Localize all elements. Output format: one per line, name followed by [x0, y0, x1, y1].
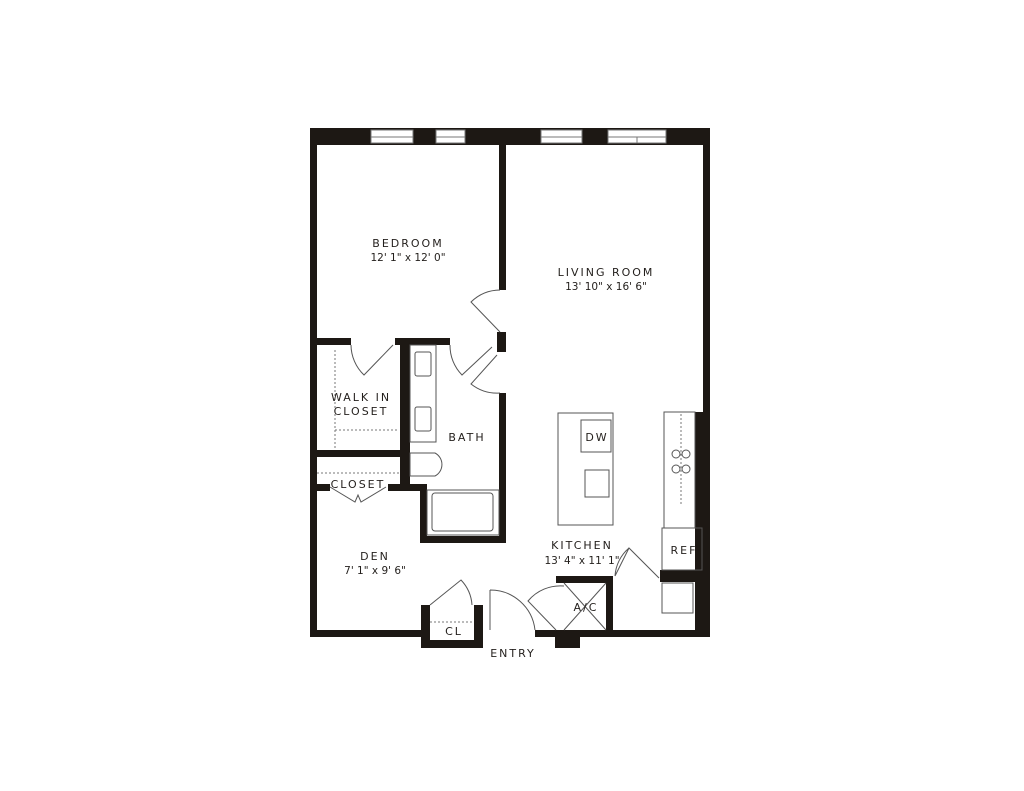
kitchen-size: 13' 4" x 11' 1"	[544, 555, 619, 567]
refrigerator-label: REF	[671, 544, 698, 557]
living-room-size: 13' 10" x 16' 6"	[565, 281, 647, 293]
closet-label: CLOSET	[331, 478, 386, 491]
bedroom-label: BEDROOM	[372, 237, 443, 250]
living-room-label: LIVING ROOM	[558, 266, 655, 279]
room-labels: BEDROOM 12' 1" x 12' 0" LIVING ROOM 13' …	[331, 237, 698, 660]
doors	[329, 289, 660, 631]
bath-label: BATH	[448, 431, 485, 444]
cl-label: CL	[445, 625, 463, 638]
den-size: 7' 1" x 9' 6"	[344, 565, 406, 577]
den-label: DEN	[360, 550, 390, 563]
kitchen-label: KITCHEN	[551, 539, 613, 552]
walk-in-closet-label-2: CLOSET	[334, 405, 389, 418]
ac-label: A/C	[574, 601, 599, 614]
fixtures	[317, 344, 703, 631]
dishwasher-label: DW	[585, 431, 608, 444]
walk-in-closet-label-1: WALK IN	[331, 391, 391, 404]
bedroom-size: 12' 1" x 12' 0"	[370, 252, 445, 264]
entry-label: ENTRY	[490, 647, 536, 660]
windows	[370, 129, 667, 144]
